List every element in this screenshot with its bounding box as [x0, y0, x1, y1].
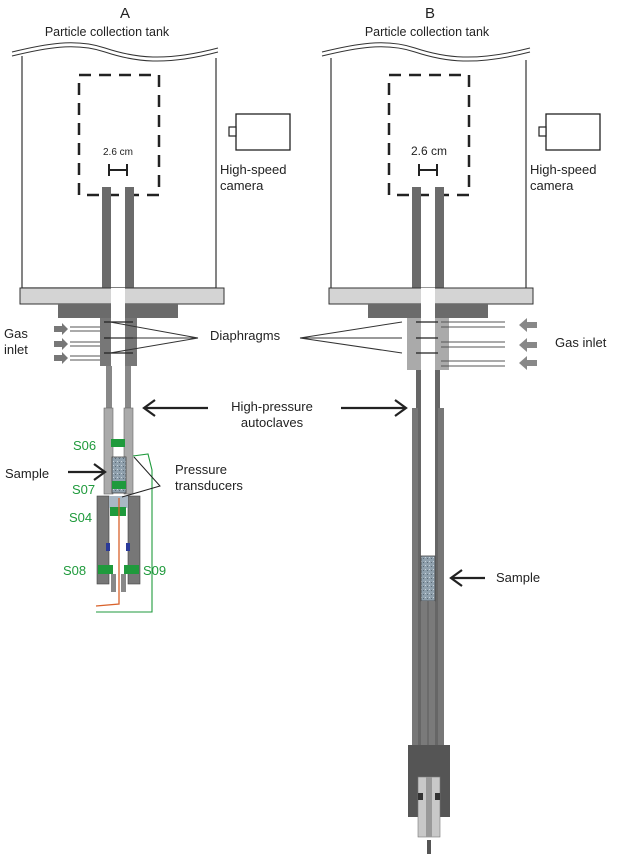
field-of-view-box [77, 73, 161, 197]
scale-bar [418, 164, 438, 176]
panel-b-letter: B [425, 5, 435, 22]
diaphragm-housing [435, 318, 449, 370]
sensor-s06 [111, 439, 125, 447]
scale-label: 2.6 cm [411, 144, 447, 158]
tank-break-line [11, 42, 219, 58]
panel-a-letter: A [120, 5, 130, 22]
field-of-view-box [387, 73, 471, 197]
autoclave-wall [103, 407, 114, 495]
arrow-icon [68, 463, 107, 481]
camera-label: camera [220, 178, 264, 193]
panel-b: B Particle collection tank 2.6 cm High-s… [321, 5, 607, 854]
pressure-pointer [121, 456, 161, 498]
sensor-label: S08 [63, 563, 86, 578]
autoclave-wall [416, 370, 421, 750]
gas-arrow-icon [54, 323, 68, 364]
autoclave-wall [435, 370, 440, 750]
camera-label: High-speed [220, 162, 287, 177]
autoclave-wall [106, 366, 112, 416]
tank-break-line [11, 46, 219, 62]
arrow-icon [449, 569, 485, 587]
sensor-s07 [112, 481, 126, 489]
camera-label: High-speed [530, 162, 597, 177]
barrel-wall [412, 187, 421, 288]
diaphragm-housing [125, 318, 137, 366]
arrow-icon [142, 399, 208, 417]
gas-inlet-label: Gas inlet [555, 335, 607, 350]
autoclaves-label: High-pressure [231, 399, 313, 414]
transducer-wire [95, 498, 120, 607]
sample-label: Sample [5, 466, 49, 481]
sensor-label: S04 [69, 510, 92, 525]
gas-inlet-label: Gas [4, 326, 28, 341]
high-speed-camera-icon [228, 113, 291, 151]
diaphragm-housing [100, 318, 111, 366]
sensor-label: S09 [143, 563, 166, 578]
sample-b [420, 555, 436, 602]
scale-bar [108, 164, 128, 176]
lower-housing [96, 495, 110, 585]
sensor-s08 [98, 565, 113, 574]
sensor-label: S07 [72, 482, 95, 497]
tank-break-line [321, 46, 531, 62]
transducer-wire [96, 453, 153, 613]
tank-break-line [321, 42, 531, 58]
scale-label: 2.6 cm [103, 147, 133, 158]
diaphragm-housing [407, 318, 421, 370]
panel-a-tank-label: Particle collection tank [45, 25, 170, 39]
diaphragm-pointers [109, 321, 403, 354]
pressure-label: transducers [175, 478, 243, 493]
o-ring [126, 543, 130, 551]
gas-inlet-label: inlet [4, 342, 28, 357]
sensor-s04 [110, 507, 126, 516]
camera-label: camera [530, 178, 574, 193]
gas-inlet-pipes [70, 326, 100, 361]
pressure-label: Pressure [175, 462, 227, 477]
gas-arrow-icon [519, 318, 537, 370]
o-ring [106, 543, 110, 551]
gas-inlet-pipes [441, 321, 505, 367]
high-speed-camera-icon [538, 113, 601, 151]
sample-label: Sample [496, 570, 540, 585]
autoclave-wall [125, 366, 131, 416]
panel-a: A Particle collection tank 2.6 cm High-s… [4, 5, 291, 613]
sensor-label: S06 [73, 438, 96, 453]
diaphragms-label: Diaphragms [210, 328, 281, 343]
sensor-s09 [124, 565, 139, 574]
barrel-wall [435, 187, 444, 288]
barrel-wall [102, 187, 111, 288]
autoclaves-label: autoclaves [241, 415, 304, 430]
barrel-wall [125, 187, 134, 288]
arrow-icon [341, 399, 408, 417]
panel-b-tank-label: Particle collection tank [365, 25, 490, 39]
